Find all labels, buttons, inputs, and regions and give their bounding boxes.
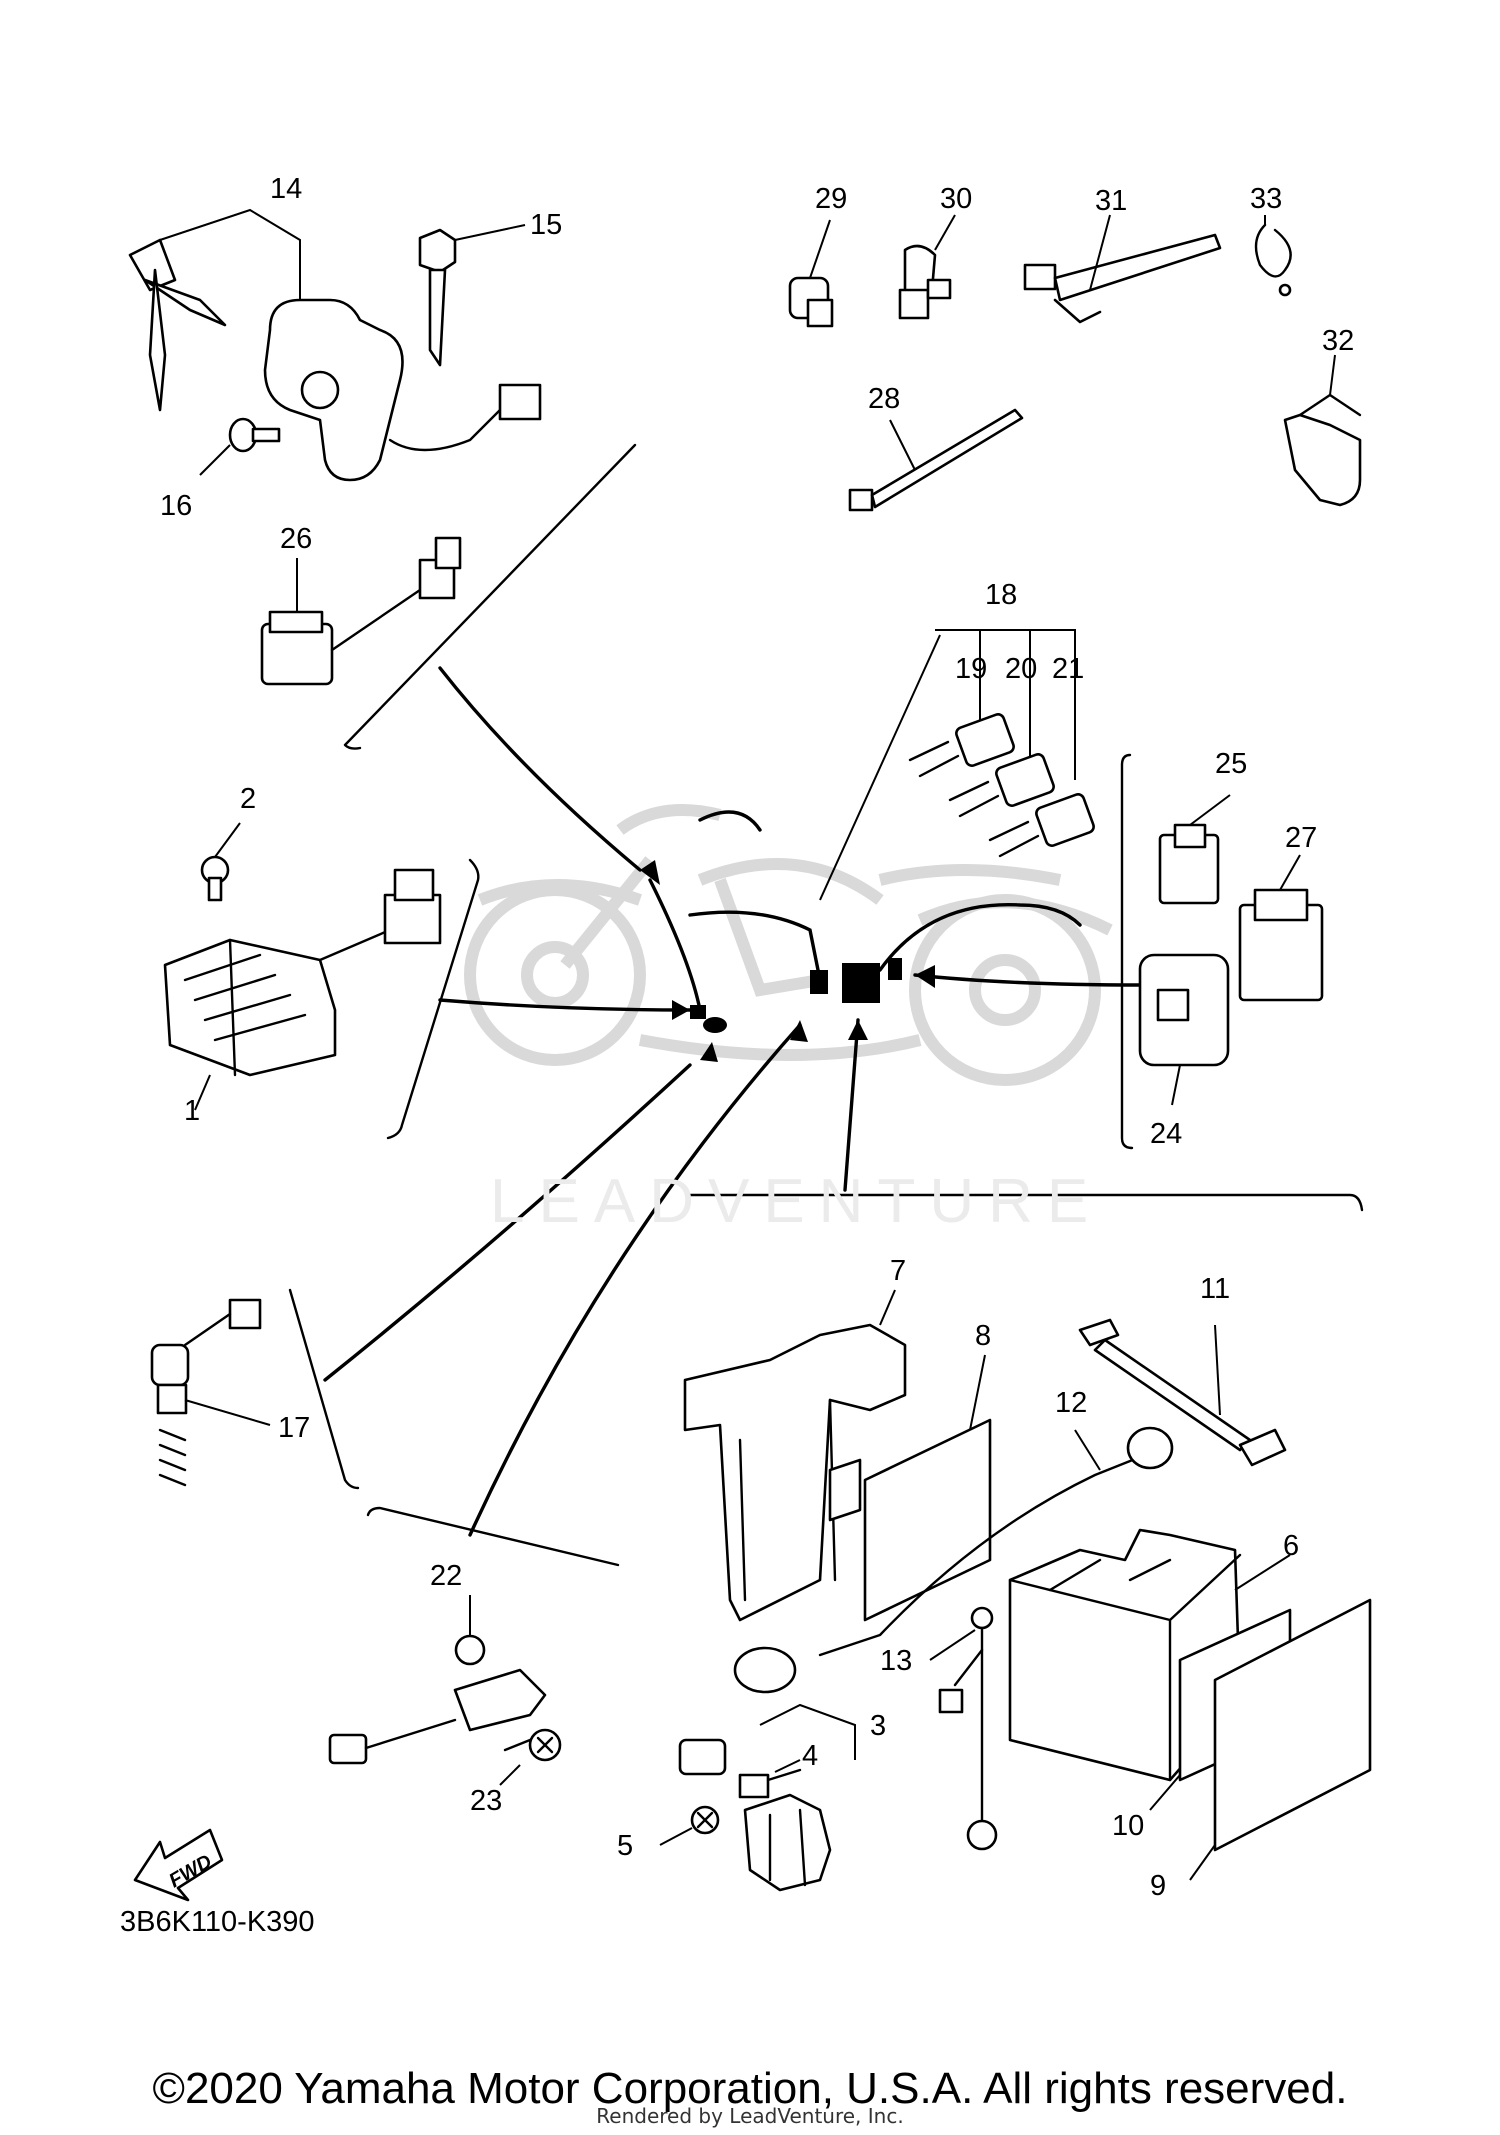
watermark: LEADVENTURE <box>490 1167 1103 1236</box>
part-32-clamp <box>1283 354 1362 507</box>
part-19-fuse <box>908 713 1015 778</box>
part-5-screw <box>659 1805 720 1846</box>
part-27-relay <box>1238 854 1324 1002</box>
part-12-cable <box>733 1426 1174 1694</box>
callout-5: 5 <box>617 1830 633 1862</box>
callout-1: 1 <box>184 1095 200 1127</box>
part-20-fuse <box>948 753 1055 818</box>
callout-30: 30 <box>940 183 972 215</box>
callout-26: 26 <box>280 523 312 555</box>
part-29-clip <box>788 219 834 328</box>
callout-31: 31 <box>1095 185 1127 217</box>
callout-9: 9 <box>1150 1870 1166 1902</box>
part-21-fuse <box>988 793 1095 858</box>
callout-11: 11 <box>1200 1273 1230 1305</box>
part-23-screw <box>499 1728 562 1786</box>
part-8-plate <box>863 1354 992 1622</box>
part-17-neutral-switch <box>150 1298 271 1487</box>
part-33-clamp <box>1254 215 1292 297</box>
part-22-sensor <box>328 1595 547 1765</box>
callout-21: 21 <box>1052 653 1084 685</box>
callout-15: 15 <box>530 209 562 241</box>
fwd-arrow-icon: FWD <box>133 1828 224 1902</box>
part-13-ground-lead <box>929 1606 998 1851</box>
callout-2: 2 <box>240 783 256 815</box>
callout-10: 10 <box>1112 1810 1144 1842</box>
callout-13: 13 <box>880 1645 912 1677</box>
part-28-cable-tie <box>848 408 1024 512</box>
callout-33: 33 <box>1250 183 1282 215</box>
callout-22: 22 <box>430 1560 462 1592</box>
callout-23: 23 <box>470 1785 502 1817</box>
callout-7: 7 <box>890 1255 906 1287</box>
part-11-band <box>1078 1318 1287 1467</box>
part-30-clip <box>898 214 956 320</box>
callout-14: 14 <box>270 173 302 205</box>
callout-3: 3 <box>870 1710 886 1742</box>
section-brackets <box>288 443 1364 1567</box>
callout-16: 16 <box>160 490 192 522</box>
part-26-sensor <box>260 536 462 686</box>
callout-29: 29 <box>815 183 847 215</box>
part-9-plate <box>1189 1598 1372 1881</box>
motorcycle-silhouette <box>464 804 1113 1086</box>
wire-harness <box>640 810 1082 1062</box>
part-15-key <box>418 224 526 367</box>
copyright-notice: ©2020 Yamaha Motor Corporation, U.S.A. A… <box>152 2064 1348 2113</box>
part-3-starter-relay <box>678 1703 856 1892</box>
callout-8: 8 <box>975 1320 991 1352</box>
rendered-by-notice: Rendered by LeadVenture, Inc. <box>596 2104 904 2128</box>
part-1-rectifier-regulator <box>163 822 442 1111</box>
callout-32: 32 <box>1322 325 1354 357</box>
callout-18: 18 <box>985 579 1017 611</box>
part-16-screw <box>199 417 281 476</box>
part-25-relay <box>1158 794 1231 905</box>
callout-24: 24 <box>1150 1118 1182 1150</box>
callout-4: 4 <box>802 1740 818 1772</box>
callout-19: 19 <box>955 653 987 685</box>
callout-25: 25 <box>1215 748 1247 780</box>
part-4-fuse <box>738 1759 802 1799</box>
part-7-battery-box <box>683 1289 907 1622</box>
part-31-band <box>1023 214 1222 324</box>
callout-labels: 1 2 3 4 5 6 7 8 9 10 11 12 13 14 15 16 1… <box>160 173 1354 1902</box>
part-14-main-switch <box>128 208 542 482</box>
callout-6: 6 <box>1283 1530 1299 1562</box>
callout-27: 27 <box>1285 822 1317 854</box>
callout-28: 28 <box>868 383 900 415</box>
callout-20: 20 <box>1005 653 1037 685</box>
callout-17: 17 <box>278 1412 310 1444</box>
diagram-code: 3B6K110-K390 <box>120 1906 315 1938</box>
part-24-relay <box>1138 953 1230 1106</box>
harness-leaders <box>323 634 1142 1537</box>
callout-12: 12 <box>1055 1387 1087 1419</box>
